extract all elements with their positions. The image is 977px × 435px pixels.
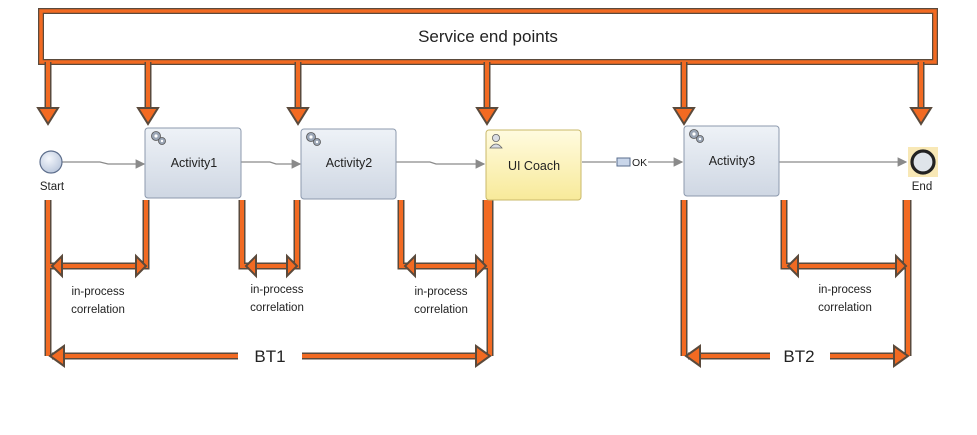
correlation-label-4: in-process correlation [818,284,872,314]
user-icon [489,134,503,149]
end-event[interactable]: End [908,147,938,193]
start-label: Start [40,181,65,193]
svg-text:in-process: in-process [818,284,871,296]
ui-coach-activity[interactable]: UI Coach [485,129,582,201]
arrow-fills [46,62,923,358]
svg-text:in-process: in-process [71,286,124,298]
gears-icon [689,129,704,143]
svg-text:correlation: correlation [818,302,872,314]
gears-icon [306,132,321,146]
correlation-label-3: in-process correlation [414,286,468,316]
svg-text:in-process: in-process [250,284,303,296]
arrow-heads [36,107,933,368]
activity-1[interactable]: Activity1 [144,127,242,199]
activity-2[interactable]: Activity2 [300,128,397,200]
orange-arrows [36,62,933,368]
ui-coach-label: UI Coach [508,159,560,173]
start-event[interactable]: Start [39,150,65,193]
bt2-label: BT2 [783,347,814,366]
activity-2-label: Activity2 [326,156,373,170]
activity-3-label: Activity3 [709,154,756,168]
gears-icon [151,131,166,145]
activity-1-label: Activity1 [171,156,218,170]
service-endpoints-box: Service end points [38,8,938,65]
message-icon [616,157,631,167]
activity-3[interactable]: Activity3 [683,125,780,197]
svg-text:correlation: correlation [414,304,468,316]
bt1-label: BT1 [254,347,285,366]
correlation-label-2: in-process correlation [250,284,304,314]
correlation-label-1: in-process correlation [71,286,125,316]
sequence-flows [62,157,908,169]
svg-text:correlation: correlation [71,304,125,316]
svg-text:correlation: correlation [250,302,304,314]
svg-text:in-process: in-process [414,286,467,298]
ok-connector[interactable]: OK [616,157,647,169]
service-endpoints-title: Service end points [418,27,558,46]
end-label: End [912,181,932,193]
ok-label: OK [632,157,647,169]
